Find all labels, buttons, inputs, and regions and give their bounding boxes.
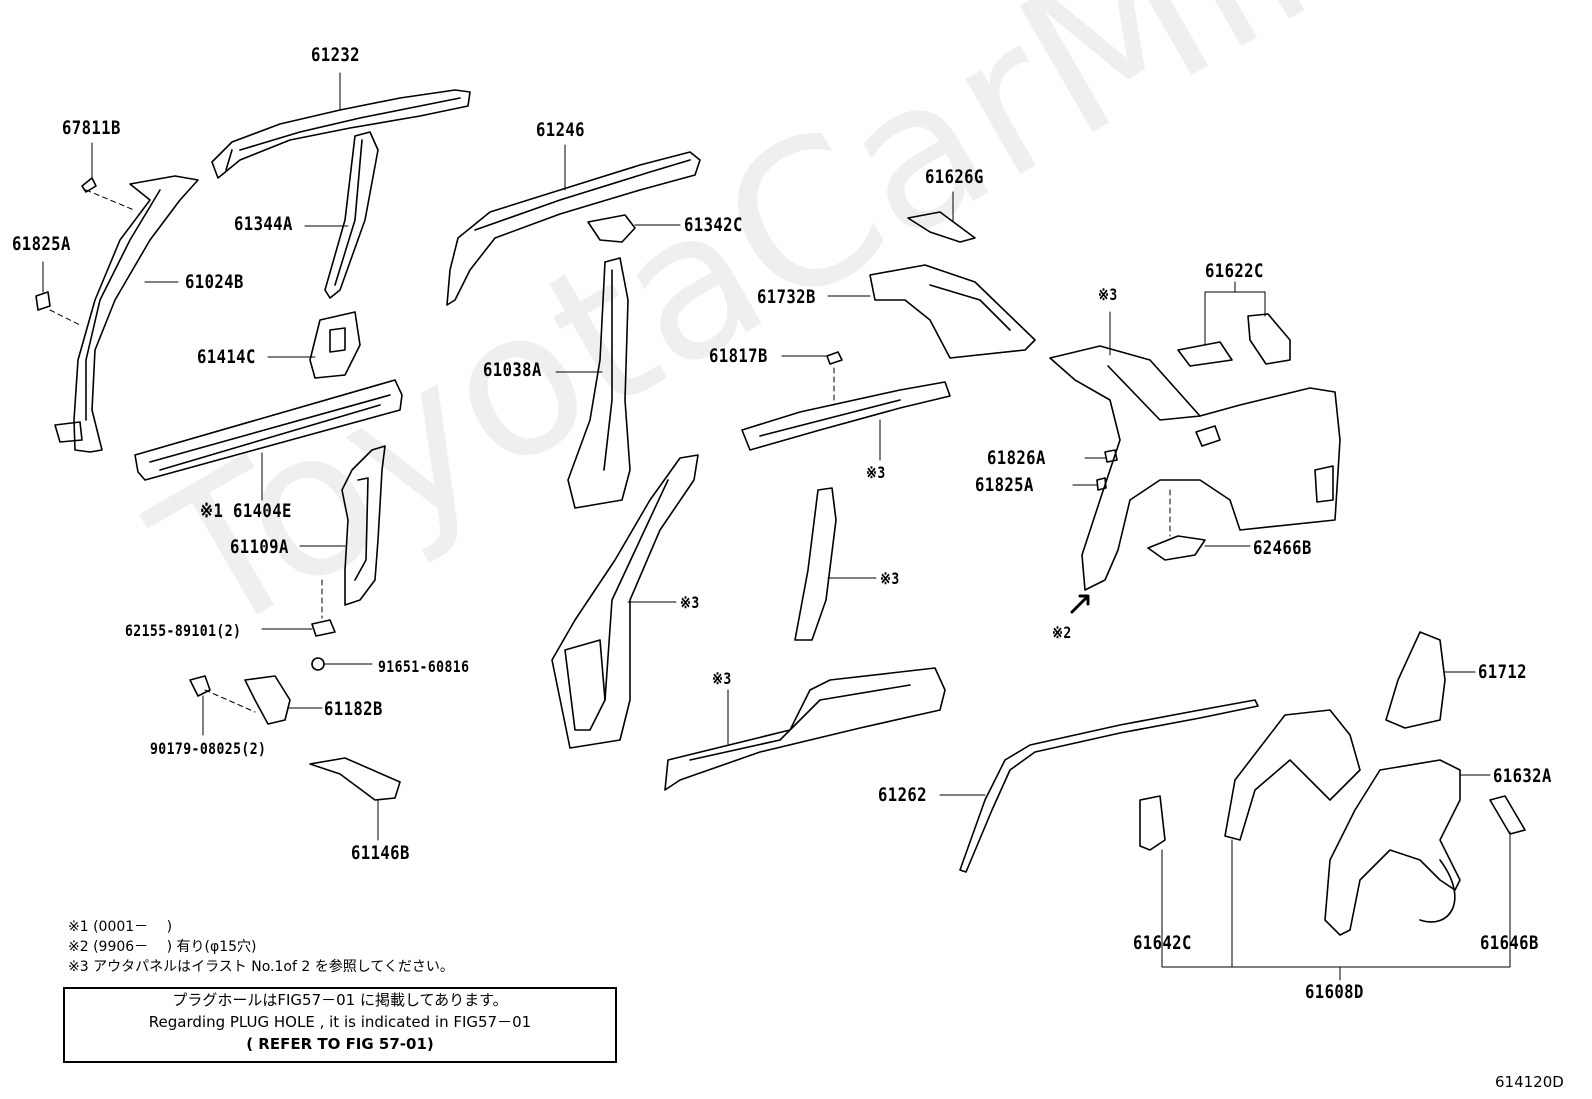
label-61404E: ※1 61404E <box>200 500 292 522</box>
label-61825A-right: 61825A <box>975 474 1034 496</box>
label-61825A-left: 61825A <box>12 233 71 255</box>
part-61109A-pillar <box>341 445 386 606</box>
part-61414C-bracket <box>309 311 361 379</box>
part-67811B-plug <box>81 177 97 193</box>
part-61626G-panel <box>907 211 976 243</box>
part-61262-drip-rail <box>959 699 1259 873</box>
label-61826A: 61826A <box>987 447 1046 469</box>
label-61182B: 61182B <box>324 698 383 720</box>
label-61146B: 61146B <box>351 842 410 864</box>
label-61024B: 61024B <box>185 271 244 293</box>
reference-line-1: プラグホールはFIG57－01 に掲載してあります。 <box>172 991 508 1009</box>
reference-line-3: ( REFER TO FIG 57-01) <box>246 1035 434 1053</box>
part-61404E-rocker <box>134 379 403 481</box>
label-61246: 61246 <box>536 119 585 141</box>
label-90179-08025: 90179-08025(2) <box>150 739 267 758</box>
label-61262: 61262 <box>878 784 927 806</box>
label-61632A: 61632A <box>1493 765 1552 787</box>
reference-box: プラグホールはFIG57－01 に掲載してあります。 Regarding PLU… <box>63 987 617 1063</box>
reference-line-2: Regarding PLUG HOLE , it is indicated in… <box>148 1013 532 1031</box>
part-61826A-plug <box>1104 449 1118 463</box>
part-61038A-pillar <box>567 257 631 509</box>
part-61024B-front-pillar <box>73 175 199 453</box>
part-61146B-gusset <box>309 757 401 801</box>
part-61342C-bracket <box>587 214 636 243</box>
label-61712: 61712 <box>1478 661 1527 683</box>
label-ref3-pillar: ※3 <box>680 593 700 612</box>
part-quarter-strip <box>794 487 837 641</box>
note-1: ※1 (0001－ ) <box>68 919 173 935</box>
part-61622C-panel-a <box>1177 341 1233 367</box>
part-91651-bolt <box>311 657 325 671</box>
part-61232-roof-rail <box>211 89 471 179</box>
label-61342C: 61342C <box>684 214 743 236</box>
part-rocker-outer <box>664 667 946 791</box>
part-quarter-panel <box>1049 345 1341 591</box>
label-61608D: 61608D <box>1305 981 1364 1003</box>
label-ref3-quarter: ※3 <box>1098 285 1118 304</box>
part-61642C-panel <box>1139 795 1166 851</box>
label-ref2: ※2 <box>1052 623 1072 642</box>
label-61622C: 61622C <box>1205 260 1264 282</box>
label-61817B: 61817B <box>709 345 768 367</box>
part-61732B-panel <box>869 264 1036 359</box>
label-67811B: 67811B <box>62 117 121 139</box>
figure-code: 614120D <box>1495 1073 1564 1091</box>
part-61712-panel <box>1385 631 1446 729</box>
part-wheelhouse-inner <box>1224 709 1361 841</box>
label-62155-89101: 62155-89101(2) <box>125 621 242 640</box>
label-61109A: 61109A <box>230 536 289 558</box>
part-61825A-plug-right <box>1096 477 1107 491</box>
part-61182B-bracket <box>244 675 291 725</box>
note-2: ※2 (9906－ ) 有り(φ15穴) <box>68 939 257 955</box>
label-61626G: 61626G <box>925 166 984 188</box>
part-62155-block <box>311 619 336 637</box>
label-ref3-rail: ※3 <box>866 463 886 482</box>
label-61646B: 61646B <box>1480 932 1539 954</box>
label-61642C: 61642C <box>1133 932 1192 954</box>
label-91651-60816: 91651-60816 <box>378 657 470 676</box>
label-61232: 61232 <box>311 44 360 66</box>
label-ref3-strip: ※3 <box>880 569 900 588</box>
label-ref3-rocker: ※3 <box>712 669 732 688</box>
label-61732B: 61732B <box>757 286 816 308</box>
part-61646B-panel <box>1489 795 1526 835</box>
label-62466B: 62466B <box>1253 537 1312 559</box>
part-61622C-panel-b <box>1247 313 1291 365</box>
part-b-pillar-outer <box>551 454 699 749</box>
part-61246-roof-rail <box>446 151 701 306</box>
part-quarter-rail <box>741 381 951 451</box>
part-61817B-plug <box>826 351 843 365</box>
part-61344A-pillar <box>324 131 379 299</box>
arrow-ref2 <box>1070 594 1090 614</box>
label-61344A: 61344A <box>234 213 293 235</box>
label-61038A: 61038A <box>483 359 542 381</box>
part-61825A-plug-left <box>35 291 51 311</box>
label-61414C: 61414C <box>197 346 256 368</box>
note-3: ※3 アウタパネルはイラスト No.1of 2 を参照してください。 <box>68 959 454 975</box>
part-62466B-panel <box>1147 535 1206 561</box>
